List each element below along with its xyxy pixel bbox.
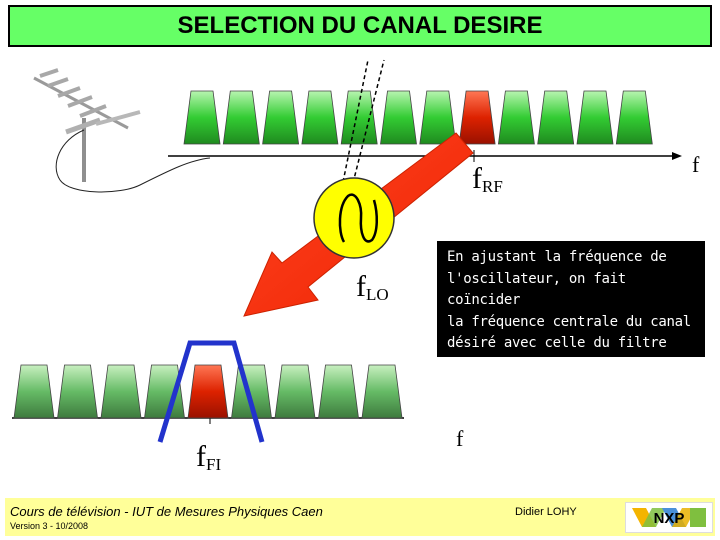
bottom-channel-7 (274, 364, 316, 419)
bottom-channel-1 (13, 364, 55, 419)
page-title: SELECTION DU CANAL DESIRE (177, 12, 543, 39)
f-lo-label-sub: LO (366, 285, 389, 304)
f-lo-label-main: f (356, 270, 366, 303)
top-channel-6 (380, 90, 417, 145)
top-channel-12 (615, 90, 653, 145)
f-fi-label-sub: FI (206, 455, 222, 474)
bottom-channel-selected-5 (187, 364, 229, 419)
explanation-note: En ajustant la fréquence de l'oscillateu… (437, 241, 705, 373)
dashed-guide-right (352, 59, 385, 184)
top-channel-4 (301, 90, 339, 145)
footer-bar: Cours de télévision - IUT de Mesures Phy… (5, 498, 715, 536)
top-axis-f-label: f (692, 152, 699, 178)
f-fi-label: fFI (196, 440, 221, 475)
bottom-channel-2 (57, 364, 98, 419)
top-channel-10 (537, 90, 575, 145)
footer-author: Didier LOHY (515, 506, 577, 518)
bottom-channel-4 (144, 364, 185, 419)
bottom-channel-spectrum (13, 364, 403, 419)
f-fi-label-main: f (196, 440, 206, 473)
footer-course: Cours de télévision - IUT de Mesures Phy… (10, 504, 323, 519)
top-channel-1 (183, 90, 221, 145)
top-channel-7 (419, 90, 457, 145)
top-channel-11 (576, 90, 614, 145)
oscillator-icon (313, 177, 395, 259)
bottom-channel-8 (318, 364, 359, 419)
explanation-text: En ajustant la fréquence de l'oscillateu… (447, 249, 691, 373)
f-rf-label-main: f (472, 162, 482, 195)
title-box: SELECTION DU CANAL DESIRE (8, 5, 712, 47)
top-axis-arrowhead (672, 152, 682, 160)
top-channel-5 (340, 90, 378, 145)
nxp-logo: NXP (625, 502, 713, 533)
nxp-logo-text: NXP (654, 510, 685, 527)
top-channel-3 (262, 90, 300, 145)
bandpass-filter-outline (157, 340, 265, 443)
top-channel-2 (222, 90, 260, 145)
bottom-axis-f-text: f (456, 426, 464, 451)
top-channel-9 (497, 90, 535, 145)
bottom-axis-f-label: f (456, 426, 463, 452)
antenna-icon (33, 68, 211, 193)
bottom-channel-9 (361, 364, 403, 419)
f-rf-label-sub: RF (482, 177, 503, 196)
bottom-channel-3 (100, 364, 142, 419)
f-lo-label: fLO (356, 270, 389, 305)
top-channel-selected-8 (458, 90, 496, 145)
top-axis-f-text: f (692, 152, 700, 177)
footer-version: Version 3 - 10/2008 (10, 521, 89, 531)
top-channel-spectrum (183, 90, 653, 145)
f-rf-label: fRF (472, 162, 503, 197)
